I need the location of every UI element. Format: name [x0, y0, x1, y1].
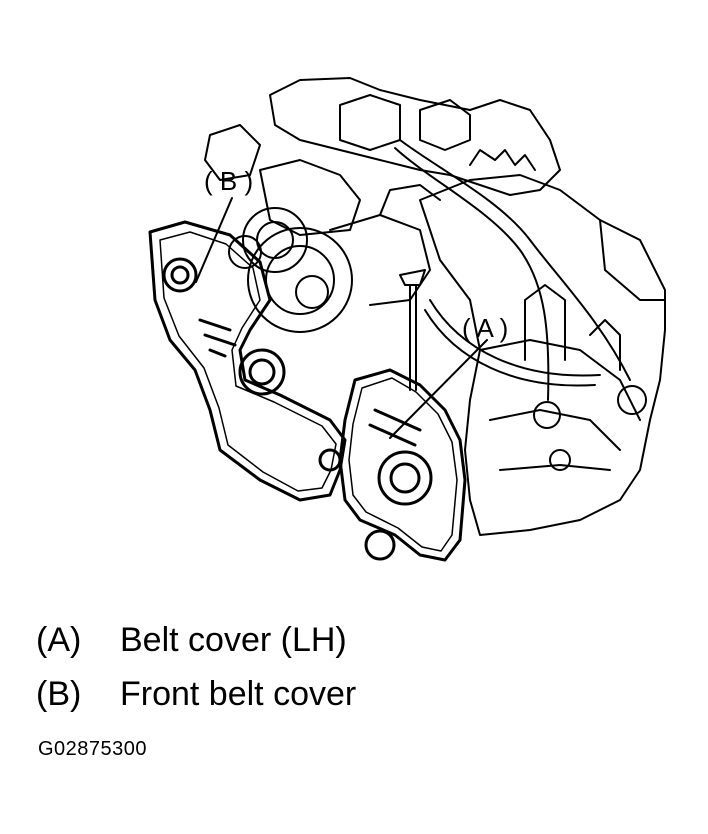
legend-text-b: Front belt cover	[120, 675, 357, 713]
callout-a-leader	[389, 339, 488, 439]
figure-code: G02875300	[38, 738, 148, 760]
engine-belt-cover-illustration: ( A ) ( B )	[148, 77, 666, 562]
ignition-wires	[394, 139, 631, 401]
legend-item-b: (B) Front belt cover	[36, 674, 356, 714]
legend-key-b: (B)	[36, 675, 82, 713]
belt-cover-lh	[338, 368, 467, 562]
legend-item-a: (A) Belt cover (LH)	[36, 620, 347, 660]
callout-b-leader	[195, 197, 233, 283]
callout-b-label: ( B )	[204, 166, 253, 196]
alternator	[228, 184, 441, 333]
dipstick	[399, 269, 426, 391]
front-belt-cover	[148, 220, 347, 502]
legend-text-a: Belt cover (LH)	[120, 621, 347, 659]
legend-key-a: (A)	[36, 621, 82, 659]
intake-assembly	[204, 77, 561, 236]
callout-a-label: ( A )	[462, 313, 508, 343]
